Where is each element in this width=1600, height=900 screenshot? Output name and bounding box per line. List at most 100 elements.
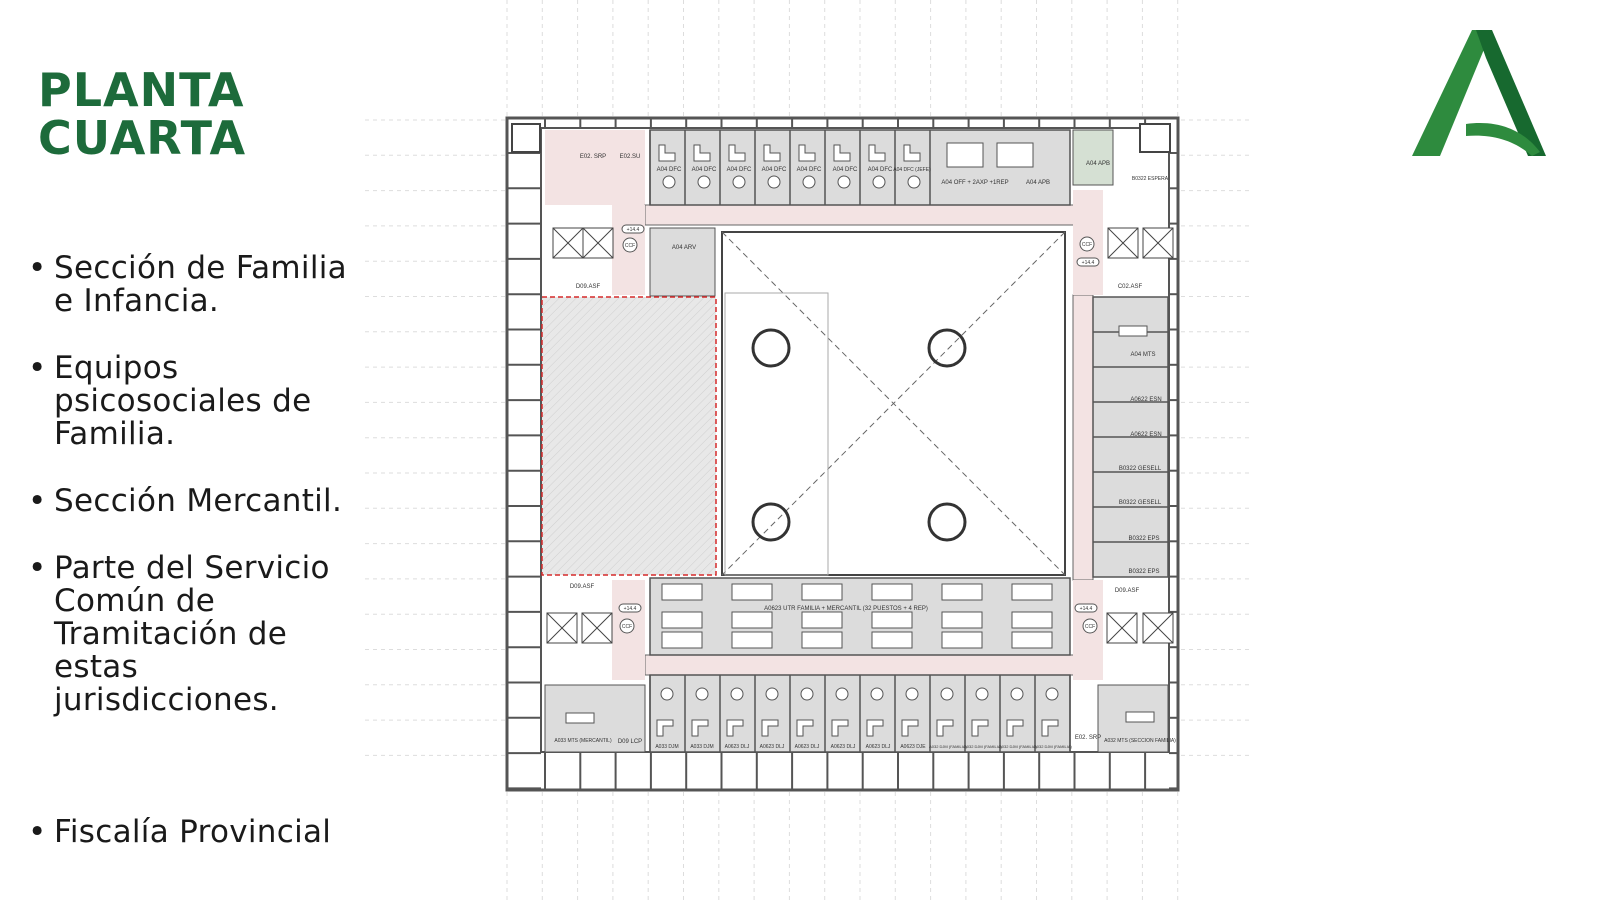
column-circle xyxy=(927,328,967,368)
open-office-label: A0623 UTR FAMILIA + MERCANTIL (32 PUESTO… xyxy=(764,606,928,612)
ccf-badge xyxy=(1082,618,1098,634)
workstation-icon xyxy=(996,142,1034,168)
room-a033-mts xyxy=(544,684,646,753)
table-icon xyxy=(870,687,884,701)
room-label: E02. SRP xyxy=(580,154,606,160)
ccf-label: CCF xyxy=(625,243,635,249)
desk-icon xyxy=(798,144,816,162)
corridor xyxy=(545,130,645,205)
room-label: B0322 EPS xyxy=(1128,569,1159,575)
room-label: B0322 GESELL xyxy=(1119,500,1162,506)
corridor-south xyxy=(644,654,1076,676)
title-line-1: PLANTA xyxy=(38,63,245,117)
desk-icon xyxy=(833,144,851,162)
bullet-item: Equipos psicosociales de Familia. xyxy=(28,352,368,451)
room-label: A04 DFC xyxy=(692,167,717,173)
title-line-2: CUARTA xyxy=(38,111,247,165)
level-label: +14.4 xyxy=(624,606,637,612)
workstation-icon xyxy=(661,583,703,601)
courtyard-outline xyxy=(724,292,829,576)
room-label: A032 DJM (FAMILIA) xyxy=(964,744,1002,749)
table-icon xyxy=(975,687,989,701)
room-label: A032 DJM (FAMILIA) xyxy=(929,744,967,749)
workstation-icon xyxy=(801,631,843,649)
room-label: A032 MTS (SECCION FAMILIA) xyxy=(1104,738,1176,744)
desk-icon xyxy=(831,719,849,737)
table-icon xyxy=(660,687,674,701)
level-label: +14.4 xyxy=(1082,260,1095,266)
room-label: A04 DFC (JEFE) xyxy=(893,167,931,173)
ccf-badge xyxy=(1079,236,1095,252)
workstation-icon xyxy=(871,583,913,601)
table-icon xyxy=(695,687,709,701)
desk-icon xyxy=(728,144,746,162)
workstation-icon xyxy=(801,611,843,629)
column-circle xyxy=(751,328,791,368)
workstation-icon xyxy=(731,611,773,629)
workstation-icon xyxy=(1011,611,1053,629)
table-icon xyxy=(872,175,886,189)
room-label: A032 DJM (FAMILIA) xyxy=(999,744,1037,749)
courtyard-diagonal xyxy=(721,231,1066,576)
elevator-cross xyxy=(1142,227,1174,259)
desk-icon xyxy=(971,719,989,737)
desk-icon xyxy=(868,144,886,162)
desk-icon xyxy=(693,144,711,162)
furniture xyxy=(546,142,1174,737)
table-icon xyxy=(800,687,814,701)
highlighted-area-border xyxy=(541,296,717,576)
room-label: A04 APB xyxy=(1086,161,1110,167)
elevator-cross xyxy=(552,227,584,259)
corridor-east xyxy=(1072,294,1094,581)
workstation-icon xyxy=(1011,583,1053,601)
table-icon xyxy=(765,687,779,701)
table-icon xyxy=(837,175,851,189)
meeting-table-icon xyxy=(565,712,595,724)
room-label: A033 MTS (MERCANTIL) xyxy=(554,738,612,744)
room-label: A04 MTS xyxy=(1130,352,1155,358)
desk-icon xyxy=(936,719,954,737)
room-label: A033 DJM xyxy=(655,744,678,750)
room-label: E02.SU xyxy=(620,154,641,160)
table-icon xyxy=(730,687,744,701)
room-label: A0623 DLJ xyxy=(795,744,820,750)
workstation-icon xyxy=(731,583,773,601)
elevator-cross xyxy=(1107,227,1139,259)
room-label: A0623 DLJ xyxy=(831,744,856,750)
room-label: A04 OFF + 2AXP +1REP xyxy=(941,180,1008,186)
bullet-item: Fiscalía Provincial xyxy=(28,816,331,850)
room-label: A032 DJM (FAMILIA) xyxy=(1034,744,1072,749)
room-label: A0623 DLJ xyxy=(760,744,785,750)
ccf-badge xyxy=(619,618,635,634)
ccf-label: CCF xyxy=(622,624,632,630)
logo-swoosh xyxy=(1466,123,1540,156)
room-label: C02.ASF xyxy=(1118,284,1143,290)
level-label: +14.4 xyxy=(1080,606,1093,612)
desk-icon xyxy=(903,144,921,162)
room-label: A04 DFC xyxy=(868,167,893,173)
desk-icon xyxy=(726,719,744,737)
ccf-label: CCF xyxy=(1085,624,1095,630)
room-label: A0622 ESN xyxy=(1130,432,1161,438)
room-label: A04 ARV xyxy=(672,245,696,251)
elevator-cross xyxy=(581,612,613,644)
level-badge xyxy=(1076,257,1100,267)
level-badge xyxy=(618,603,642,613)
desk-icon xyxy=(761,719,779,737)
room-label: A0622 ESN xyxy=(1130,397,1161,403)
level-badge xyxy=(1074,603,1098,613)
room-label: A0623 DLJ xyxy=(725,744,750,750)
level-badge xyxy=(621,224,645,234)
room-label: D09.ASF xyxy=(1115,588,1140,594)
room-label: B0322 GESELL xyxy=(1119,466,1162,472)
table-icon xyxy=(1045,687,1059,701)
workstation-icon xyxy=(661,611,703,629)
table-icon xyxy=(732,175,746,189)
desk-icon xyxy=(796,719,814,737)
workstation-icon xyxy=(731,631,773,649)
bullet-item: Parte del Servicio Común de Tramitación … xyxy=(28,552,368,717)
room-label: A04 APB xyxy=(1026,180,1050,186)
workstation-icon xyxy=(1011,631,1053,649)
elevator-cross xyxy=(1106,612,1138,644)
